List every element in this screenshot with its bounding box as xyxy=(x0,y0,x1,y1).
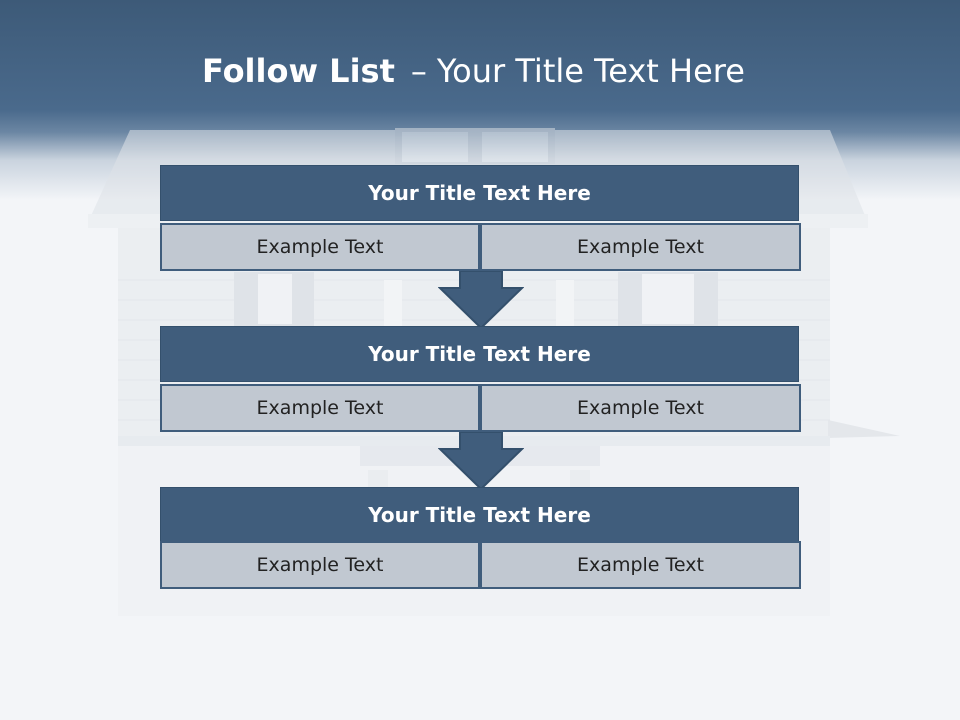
slide-title: Follow List–Your Title Text Here xyxy=(202,52,745,100)
step-block-3: Your Title Text Here Example Text Exampl… xyxy=(160,487,801,593)
step-left-text: Example Text xyxy=(160,541,480,589)
step-block-2: Your Title Text Here Example Text Exampl… xyxy=(160,326,801,432)
step-right-text: Example Text xyxy=(480,384,801,432)
slide-title-bold: Follow List xyxy=(202,52,395,90)
down-arrow-icon xyxy=(438,431,524,491)
step-left-text: Example Text xyxy=(160,223,480,271)
step-title: Your Title Text Here xyxy=(160,165,799,221)
step-left-text: Example Text xyxy=(160,384,480,432)
step-title: Your Title Text Here xyxy=(160,326,799,382)
step-title: Your Title Text Here xyxy=(160,487,799,543)
down-arrow-icon xyxy=(438,270,524,330)
slide-title-rest: Your Title Text Here xyxy=(436,52,745,90)
slide-title-dash: – xyxy=(410,52,427,90)
step-block-1: Your Title Text Here Example Text Exampl… xyxy=(160,165,801,271)
step-right-text: Example Text xyxy=(480,223,801,271)
step-right-text: Example Text xyxy=(480,541,801,589)
